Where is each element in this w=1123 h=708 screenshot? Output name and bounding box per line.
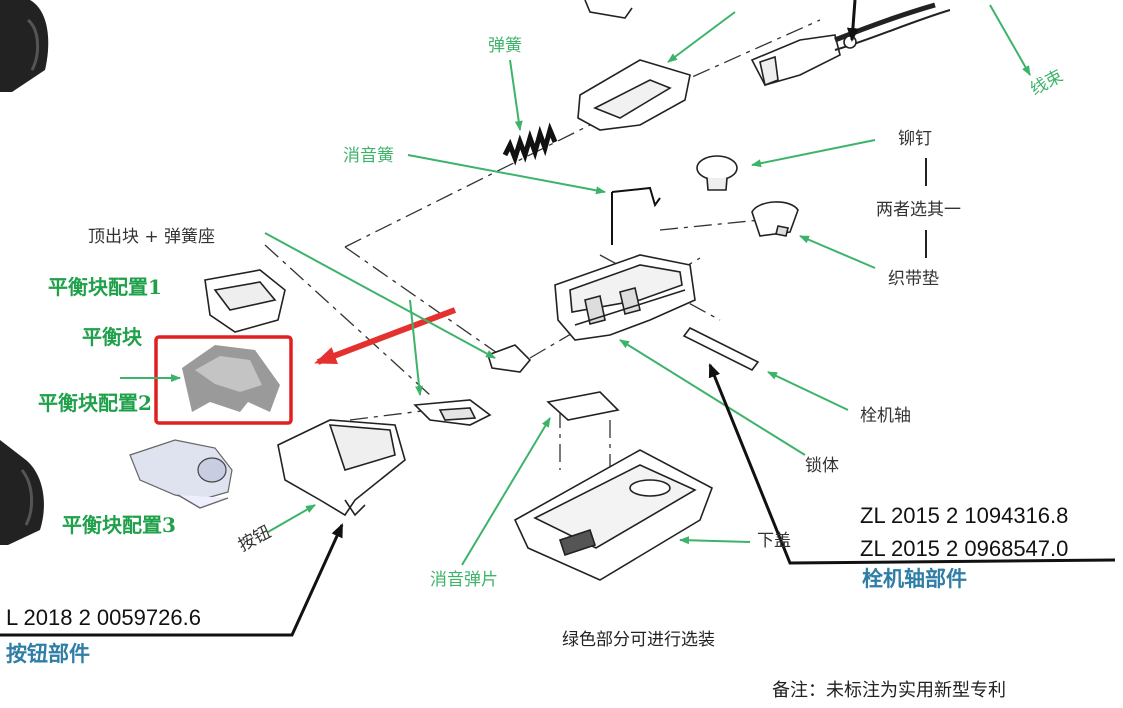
upper-bracket-part bbox=[577, 0, 691, 131]
label-rivet: 铆钉 bbox=[898, 129, 932, 149]
green-leader-arrows bbox=[120, 4, 1031, 566]
spring-part bbox=[502, 122, 558, 166]
patent-button-assembly: 按钮部件 bbox=[6, 641, 90, 666]
balance-config-1-part bbox=[204, 269, 286, 333]
patent-latch-assembly: 栓机轴部件 bbox=[862, 566, 967, 591]
label-latch-shaft: 栓机轴 bbox=[860, 406, 911, 426]
wire-harness-part bbox=[750, 2, 951, 87]
silencer-spring-part bbox=[611, 186, 661, 245]
patent-latch-1: ZL 2015 2 1094316.8 bbox=[860, 503, 1069, 528]
label-webbing-pad: 织带垫 bbox=[888, 269, 939, 289]
label-balance-config-2: 平衡块配置2 bbox=[38, 391, 152, 415]
label-either-one: 两者选其一 bbox=[876, 200, 961, 220]
label-silencer-leaf: 消音弹片 bbox=[430, 570, 498, 590]
balance-config-3-part bbox=[129, 439, 233, 509]
highlight-arrow bbox=[314, 307, 457, 365]
button-part bbox=[277, 419, 406, 517]
label-lock-body: 锁体 bbox=[805, 456, 839, 476]
label-silencer-spring: 消音簧 bbox=[343, 146, 394, 166]
patent-latch-2: ZL 2015 2 0968547.0 bbox=[860, 536, 1069, 561]
label-balance-config-3: 平衡块配置3 bbox=[62, 513, 176, 537]
lower-cover-part bbox=[513, 449, 713, 581]
note-green-optional: 绿色部分可进行选装 bbox=[562, 630, 715, 650]
left-edge-part-bottom bbox=[0, 440, 44, 545]
label-ejector-spring-seat: 顶出块 + 弹簧座 bbox=[88, 227, 216, 247]
either-one-bar-bottom bbox=[925, 230, 927, 258]
left-edge-part-top bbox=[0, 0, 49, 92]
label-balance-config-1: 平衡块配置1 bbox=[48, 275, 162, 299]
label-lower-cover: 下盖 bbox=[757, 531, 791, 551]
assembly-guide-lines bbox=[264, 19, 821, 480]
either-one-bar-top bbox=[925, 158, 927, 186]
note-remark: 备注：未标注为实用新型专利 bbox=[772, 680, 1006, 701]
patent-button-number: L 2018 2 0059726.6 bbox=[6, 605, 201, 630]
label-spring: 弹簧 bbox=[488, 36, 522, 56]
black-leader-arrows bbox=[0, 0, 1116, 637]
label-balance-block: 平衡块 bbox=[82, 325, 142, 349]
ejector-block-part bbox=[487, 344, 532, 373]
slider-part bbox=[413, 399, 492, 426]
webbing-pad-part bbox=[751, 201, 799, 237]
balance-config-2-part bbox=[182, 345, 280, 412]
rivet-part bbox=[696, 155, 738, 191]
lock-body-part bbox=[554, 254, 696, 341]
highlight-box bbox=[154, 335, 293, 425]
silencer-leaf-part bbox=[546, 391, 620, 421]
latch-shaft-part bbox=[682, 326, 760, 372]
